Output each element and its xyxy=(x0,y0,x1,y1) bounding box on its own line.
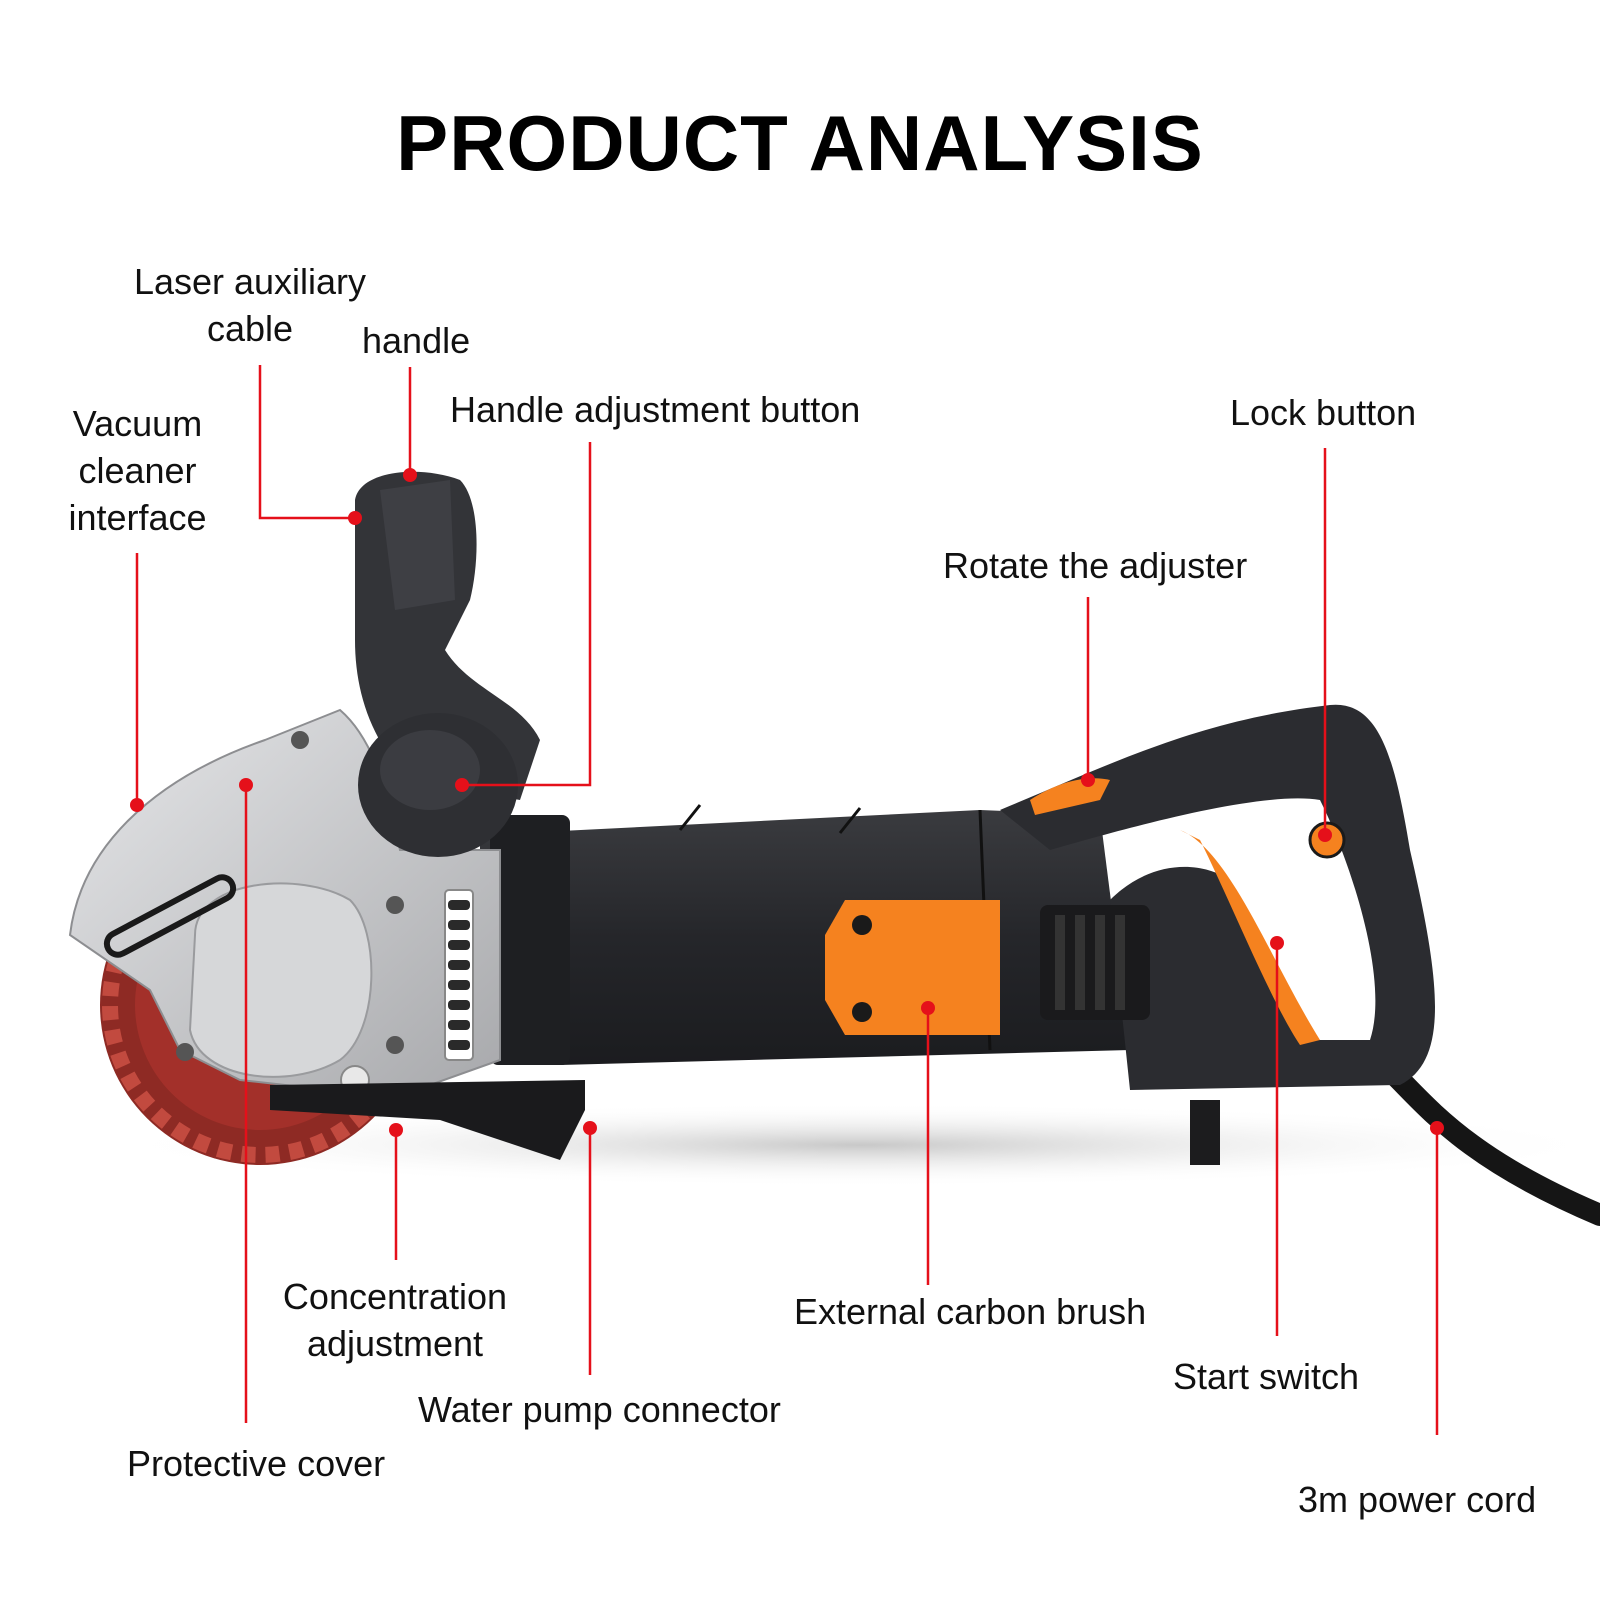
label-vacuum-cleaner-interface: Vacuum cleaner interface xyxy=(45,400,230,541)
handle-adjustment-knob xyxy=(358,713,518,857)
label-vacuum-line-3: interface xyxy=(68,497,207,538)
top-handle xyxy=(355,471,540,800)
label-vacuum-line-1: Vacuum xyxy=(72,403,203,444)
leader-lines xyxy=(135,365,1439,1435)
label-concentration-line-1: Concentration xyxy=(282,1276,508,1317)
leader-laser-cable xyxy=(258,365,355,520)
label-lock-button: Lock button xyxy=(1230,392,1417,433)
rear-foot xyxy=(1190,1100,1220,1165)
aluminium-gear-housing xyxy=(68,708,501,1095)
leader-dots xyxy=(130,468,1444,1137)
page-title: PRODUCT ANALYSIS xyxy=(396,99,1204,187)
carbon-brush-plate xyxy=(825,900,1000,1035)
label-handle: handle xyxy=(362,320,471,361)
label-rotate-the-adjuster: Rotate the adjuster xyxy=(943,545,1248,586)
label-laser-line-2: cable xyxy=(206,308,294,349)
label-laser-auxiliary-cable: Laser auxiliary cable xyxy=(115,258,385,352)
label-concentration-adjustment: Concentration adjustment xyxy=(265,1273,525,1367)
label-handle-adjustment-button: Handle adjustment button xyxy=(450,389,861,430)
label-power-cord: 3m power cord xyxy=(1298,1479,1537,1520)
motor-housing xyxy=(480,804,1130,1065)
label-protective-cover: Protective cover xyxy=(127,1443,386,1484)
leader-handle-adjust xyxy=(462,442,592,787)
label-concentration-line-2: adjustment xyxy=(306,1323,484,1364)
label-vacuum-line-2: cleaner xyxy=(78,450,197,491)
label-laser-line-1: Laser auxiliary xyxy=(133,261,367,302)
guide-shoe xyxy=(270,1080,585,1160)
label-start-switch: Start switch xyxy=(1173,1356,1360,1397)
vent-grille xyxy=(1040,905,1150,1020)
label-water-pump-connector: Water pump connector xyxy=(418,1389,781,1430)
power-cord xyxy=(1384,1064,1600,1226)
label-external-carbon-brush: External carbon brush xyxy=(794,1291,1147,1332)
